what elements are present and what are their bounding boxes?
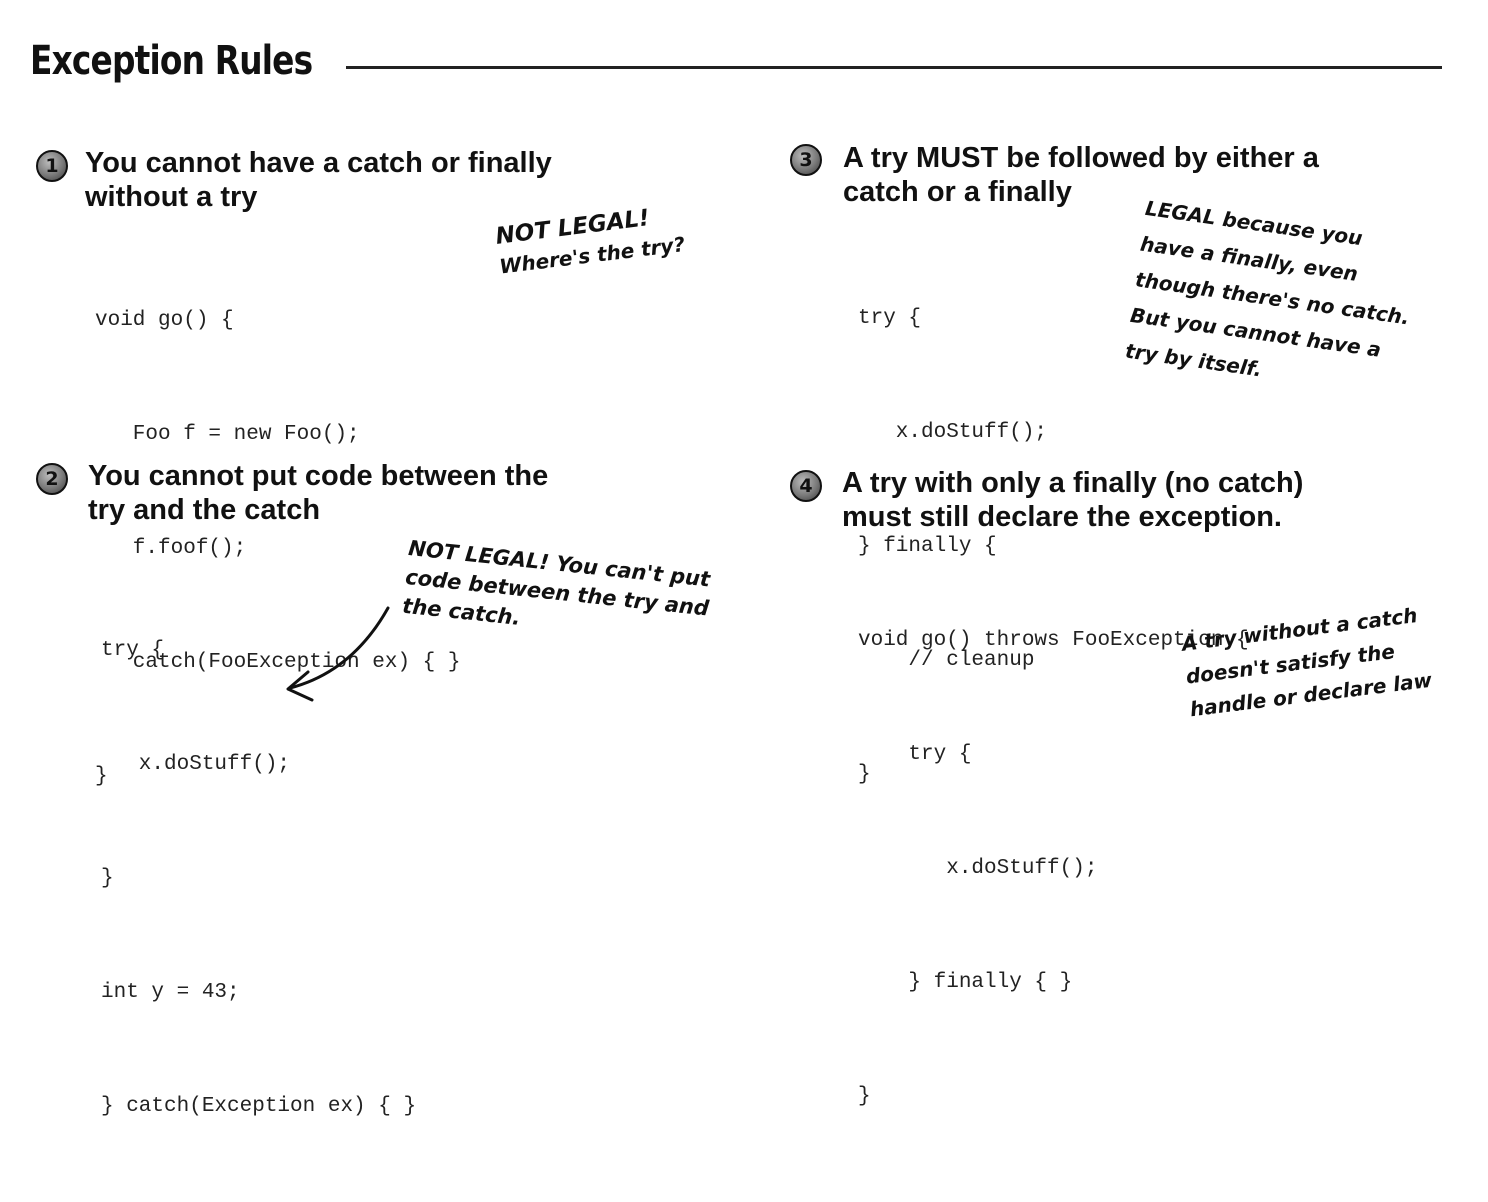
- handwritten-note: LEGAL because you have a finally, even t…: [1123, 195, 1412, 382]
- code-line: } finally {: [858, 535, 997, 558]
- code-line: try {: [101, 639, 165, 662]
- code-line: void go() throws FooException {: [858, 629, 1249, 652]
- rule-heading: A try with only a finally (no catch) mus…: [842, 467, 1304, 533]
- code-line: x.doStuff();: [858, 857, 1098, 880]
- rule-heading: You cannot put code between the try and …: [88, 460, 549, 526]
- code-line: x.doStuff();: [101, 753, 291, 776]
- code-line: catch(FooException ex) { }: [95, 651, 461, 674]
- code-line: }: [101, 867, 114, 890]
- code-line: int y = 43;: [101, 981, 240, 1004]
- code-line: void go() {: [95, 309, 234, 332]
- code-line: Foo f = new Foo();: [95, 423, 360, 446]
- arrow-icon: [286, 606, 390, 702]
- rule-heading: A try MUST be followed by either a catch…: [843, 142, 1319, 208]
- code-line: f.foof();: [95, 537, 247, 560]
- code-line: x.doStuff();: [858, 421, 1048, 444]
- code-line: } finally { }: [858, 971, 1073, 994]
- rule-number-badge: 3: [790, 144, 822, 176]
- code-block: void go() { Foo f = new Foo(); f.foof();…: [95, 226, 460, 872]
- page-title: Exception Rules: [30, 38, 313, 84]
- code-line: } catch(Exception ex) { }: [101, 1095, 417, 1118]
- code-line: try {: [858, 743, 972, 766]
- title-rule: [346, 66, 1442, 69]
- rule-number-badge: 1: [36, 150, 68, 182]
- rule-number-badge: 2: [36, 463, 68, 495]
- rule-heading: You cannot have a catch or finally witho…: [85, 147, 552, 213]
- code-line: // cleanup: [858, 649, 1035, 672]
- code-block: try { x.doStuff(); } finally { // cleanu…: [858, 224, 1047, 870]
- code-line: try {: [858, 307, 922, 330]
- code-line: }: [858, 1085, 871, 1108]
- rule-number-badge: 4: [790, 470, 822, 502]
